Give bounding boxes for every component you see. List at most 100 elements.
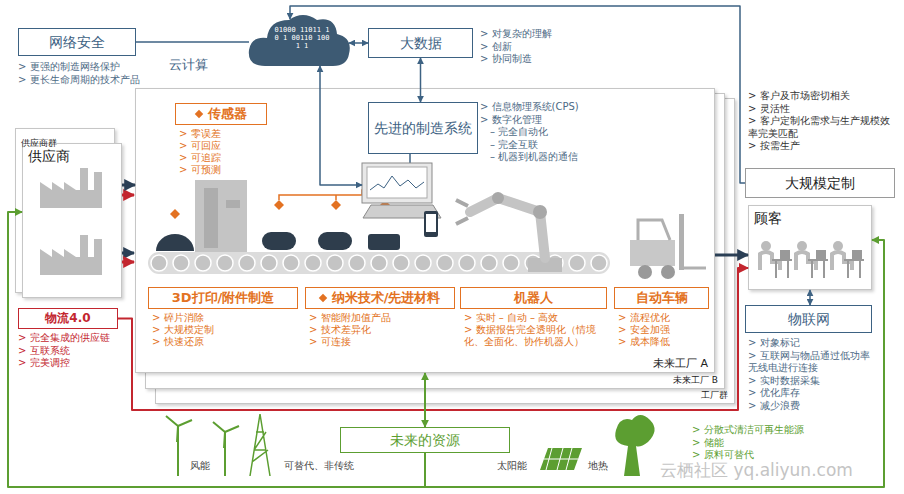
connector (809, 290, 811, 305)
bullet-item: > 客户定制化需求与生产规模效率完美匹配 (748, 115, 898, 140)
robot-arm (533, 205, 547, 219)
solar-panel (540, 448, 582, 470)
machine (204, 188, 218, 248)
panel: 供应商 (22, 143, 122, 298)
bullet-item: > 碎片消除 (152, 312, 298, 324)
box-title: 物流4.0 (45, 311, 90, 325)
connector (136, 41, 249, 43)
bullet-item: > 更长生命周期的技术产品 (18, 74, 178, 87)
label-box: 大数据 (368, 28, 473, 58)
label-group: 云栖社区 yq.aliyun.com (660, 461, 890, 481)
conveyor (148, 252, 610, 274)
icon-label: 地热 (588, 460, 618, 473)
wind-turbines (213, 422, 239, 476)
side-arrows (122, 261, 134, 264)
label-group: 地热 (588, 460, 618, 473)
bullet-item: > 按需生产 (748, 140, 898, 153)
bullet-item: > 可预测 (179, 164, 267, 176)
tech-header: 纳米技术/先进材料 (305, 287, 455, 309)
cloud-shape: 云计算01000 11011 1 0 1 00110 1001 1 (245, 4, 355, 82)
machine (195, 180, 247, 252)
label-box: 物流4.0 (18, 308, 118, 329)
bullet-item: > 客户及市场密切相关 (748, 90, 898, 103)
tech-title: 传感器 (208, 105, 247, 123)
sensor-marks (170, 209, 180, 219)
bullet-item: > 储能 (692, 437, 877, 450)
solar-panel (540, 448, 582, 470)
connector (320, 66, 362, 185)
tech-title: 机器人 (514, 289, 553, 307)
label-group: > 对复杂的理解> 创新> 协同制造 (480, 28, 610, 66)
products (156, 234, 194, 251)
customer-figures (796, 241, 828, 278)
tech-title: 纳米技术/先进材料 (332, 289, 441, 307)
panel-caption: 顾客 (754, 208, 782, 228)
connector (290, 6, 745, 183)
forklift (661, 265, 675, 279)
robot-arm (456, 192, 562, 272)
bullet-item: > 完全集成的供应链 (18, 332, 128, 345)
bullet-item: > 可追踪 (179, 152, 267, 164)
panel-caption: 供应商 (28, 146, 70, 166)
label-group: > 客户及市场密切相关> 灵活性> 客户定制化需求与生产规模效率完美匹配> 按需… (748, 90, 898, 153)
panel-title: 供应商 (28, 148, 70, 164)
bullet-item: > 成本降低 (618, 336, 709, 348)
bullet-item: > 安全加强 (618, 324, 709, 336)
sensor-marks (170, 200, 390, 219)
box-title: 大规模定制 (785, 175, 855, 192)
computer (362, 154, 441, 218)
bullet-item: > 互联网与物品通过低功率无线电进行连接 (748, 350, 876, 375)
tech-header: 传感器 (175, 103, 267, 125)
connector (420, 58, 422, 102)
bullet-item: > 创新 (480, 41, 610, 54)
customer-figures (832, 241, 864, 278)
connector (8, 212, 425, 487)
box-title: 网络安全 (49, 34, 105, 51)
phone (426, 214, 436, 232)
connector (715, 254, 748, 257)
box-title: 先进的制造系统 (374, 120, 472, 137)
tech-card: 自动车辆> 流程优化> 安全加强> 成本降低 (614, 287, 709, 348)
computer (363, 205, 441, 218)
bullet-item: > 技术差异化 (309, 324, 455, 336)
bullet-item: > 减少浪费 (748, 400, 876, 413)
forklift (630, 240, 675, 266)
robot-arm (528, 258, 562, 272)
tech-card: 传感器> 零误差> 可回应> 可追踪> 可预测 (175, 103, 267, 176)
connector (118, 268, 748, 410)
wind-turbines (166, 416, 239, 476)
computer (367, 167, 427, 198)
computer (370, 176, 424, 190)
forklift (684, 267, 706, 270)
tech-card: 机器人 > 实时 – 自动 – 高效> 数据报告完全透明化（情境化、全面化、协作机… (460, 287, 607, 348)
bullet-item: > 数字化管理 (480, 114, 640, 127)
geothermal (615, 415, 654, 476)
products (156, 232, 400, 251)
cloud-caption: 云计算 (169, 54, 208, 74)
bullet-item: > 原料可替代 (692, 449, 877, 462)
solar-panel (544, 448, 578, 470)
bullet-item: > 优化库存 (748, 387, 876, 400)
tech-card: 纳米技术/先进材料> 智能附加值产品> 技术差异化> 可连接 (305, 287, 455, 348)
panel: 未来工厂 A先进的制造系统传感器> 零误差> 可回应> 可追踪> 可预测3D打印… (135, 88, 715, 373)
label-box: 先进的制造系统 (368, 102, 478, 154)
bullet-item: > 对象标记 (748, 337, 876, 350)
robot-arm (492, 192, 504, 204)
products (368, 234, 400, 250)
panel-caption: 供应商群 (21, 131, 57, 150)
phone (424, 211, 438, 237)
bullet-item: > 流程优化 (618, 312, 709, 324)
products (318, 232, 352, 250)
side-arrows (122, 195, 134, 262)
bullet-item: > 数据报告完全透明化（情境化、全面化、协作机器人） (464, 324, 607, 348)
label-group: > 更强的制造网络保护> 更长生命周期的技术产品 (18, 61, 178, 86)
bullet-item: > 分散式清洁可再生能源 (692, 424, 877, 437)
panel-title: 顾客 (754, 210, 782, 226)
bullet-item: > 智能附加值产品 (309, 312, 455, 324)
bullet-item: > 实时 – 自动 – 高效 (464, 312, 607, 324)
connector (425, 240, 884, 487)
label-group: 可替代、非传统 (284, 460, 384, 473)
label-box: 物联网 (745, 305, 872, 333)
bullet-item: > 更强的制造网络保护 (18, 61, 178, 74)
sensor-marks (331, 200, 341, 210)
